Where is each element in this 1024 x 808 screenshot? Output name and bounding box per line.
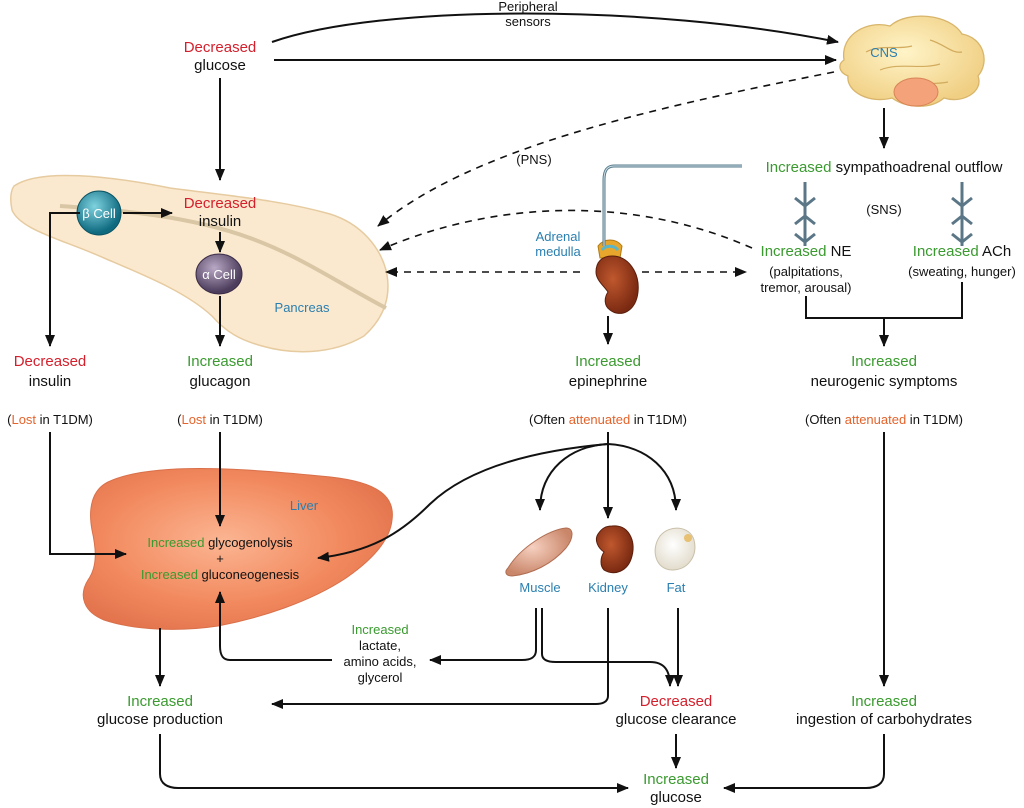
beta-cell-label: β Cell [82, 206, 116, 221]
alpha-cell-label: α Cell [202, 267, 236, 282]
adrenal-medulla-line1: Adrenal [536, 229, 581, 244]
arrow-beta-to-col1 [45, 212, 80, 347]
adrenal-medulla-line2: medulla [535, 244, 581, 259]
arrow-substrates-to-liver [215, 591, 332, 661]
col4-note: (Often attenuated in T1DM) [805, 412, 963, 427]
ach-increased: Increased [913, 243, 979, 260]
arrow-production-to-glucose [159, 734, 629, 793]
col2-glucagon: glucagon [190, 373, 251, 390]
clearance-decreased: Decreased [640, 693, 713, 710]
arrow-muscle-to-clearance [541, 608, 675, 687]
fat-label: Fat [667, 580, 686, 595]
muscle-label: Muscle [519, 580, 560, 595]
arrow-epi-to-liver [317, 443, 609, 562]
col2-increased: Increased [187, 353, 253, 370]
peripheral-sensors-line1: Peripheral [498, 0, 557, 14]
arrow-ingestion-to-glucose [723, 734, 885, 793]
kidney-icon [595, 525, 634, 574]
ne-heading: Increased NE [761, 243, 852, 260]
glucose-increased: Increased [643, 771, 709, 788]
ne-label: NE [826, 243, 851, 260]
arrow-muscle-to-substrates [429, 608, 537, 665]
ne-effects-line2: tremor, arousal) [760, 280, 851, 295]
col3-note: (Often attenuated in T1DM) [529, 412, 687, 427]
substrates-lactate: lactate, [359, 638, 401, 653]
arrow-peripheral-sensors [271, 12, 839, 45]
sympathoadrenal-text: sympathoadrenal outflow [831, 159, 1002, 176]
alpha-cell-icon [195, 253, 243, 295]
inner-decreased-insulin-line2: insulin [199, 213, 242, 230]
ingestion-label: ingestion of carbohydrates [796, 711, 972, 728]
pns-path [377, 71, 835, 227]
col3-increased: Increased [575, 353, 641, 370]
arrow-epi-to-fat [607, 443, 681, 511]
sns-path [379, 209, 753, 251]
sns-label: (SNS) [866, 202, 901, 217]
arrow-epi-to-muscle [535, 443, 609, 511]
decreased-glucose-line1: Decreased [184, 39, 257, 56]
clearance-label: glucose clearance [616, 711, 737, 728]
col4-neurogenic: neurogenic symptoms [811, 373, 958, 390]
ach-heading: Increased ACh [913, 243, 1011, 260]
ingestion-increased: Increased [851, 693, 917, 710]
ach-effects: (sweating, hunger) [908, 264, 1016, 279]
col3-epinephrine: epinephrine [569, 373, 647, 390]
inner-decreased-insulin-line1: Decreased [184, 195, 257, 212]
col1-insulin: insulin [29, 373, 72, 390]
adrenal-kidney-icon [595, 239, 639, 314]
sympathoadrenal-increased: Increased [766, 159, 832, 176]
pns-label: (PNS) [516, 152, 551, 167]
fat-icon [654, 527, 696, 571]
liver-illustration [82, 468, 393, 630]
ne-synapse-icon [794, 182, 816, 246]
kidney-label: Kidney [588, 580, 628, 595]
col1-decreased: Decreased [14, 353, 87, 370]
substrates-increased: Increased [351, 622, 408, 637]
liver-label: Liver [290, 498, 319, 513]
production-increased: Increased [127, 693, 193, 710]
substrates-amino-acids: amino acids, [344, 654, 417, 669]
ne-effects-line1: (palpitations, [769, 264, 843, 279]
peripheral-sensors-line2: sensors [505, 14, 551, 29]
liver-plus: + [216, 551, 224, 566]
col4-increased: Increased [851, 353, 917, 370]
liver-glycogenolysis: Increased glycogenolysis [147, 535, 293, 550]
production-label: glucose production [97, 711, 223, 728]
adrenal-nerve [602, 164, 742, 246]
cns-label: CNS [870, 45, 898, 60]
sympathoadrenal-outflow: Increased sympathoadrenal outflow [766, 159, 1003, 176]
ne-increased: Increased [761, 243, 827, 260]
ach-label: ACh [979, 243, 1012, 260]
liver-gluconeogenesis: Increased gluconeogenesis [141, 567, 300, 582]
ach-synapse-icon [951, 182, 973, 246]
glucose-label: glucose [650, 789, 702, 806]
col2-note: (Lost in T1DM) [177, 412, 263, 427]
muscle-icon [505, 527, 573, 577]
col1-note: (Lost in T1DM) [7, 412, 93, 427]
decreased-glucose-line2: glucose [194, 57, 246, 74]
adrenal-nerve-highlight [603, 165, 742, 246]
pancreas-label: Pancreas [275, 300, 330, 315]
arrow-col1-to-liver [49, 432, 127, 559]
substrates-glycerol: glycerol [358, 670, 403, 685]
brain-icon [839, 15, 985, 107]
arrow-kidney-to-production [271, 608, 609, 709]
